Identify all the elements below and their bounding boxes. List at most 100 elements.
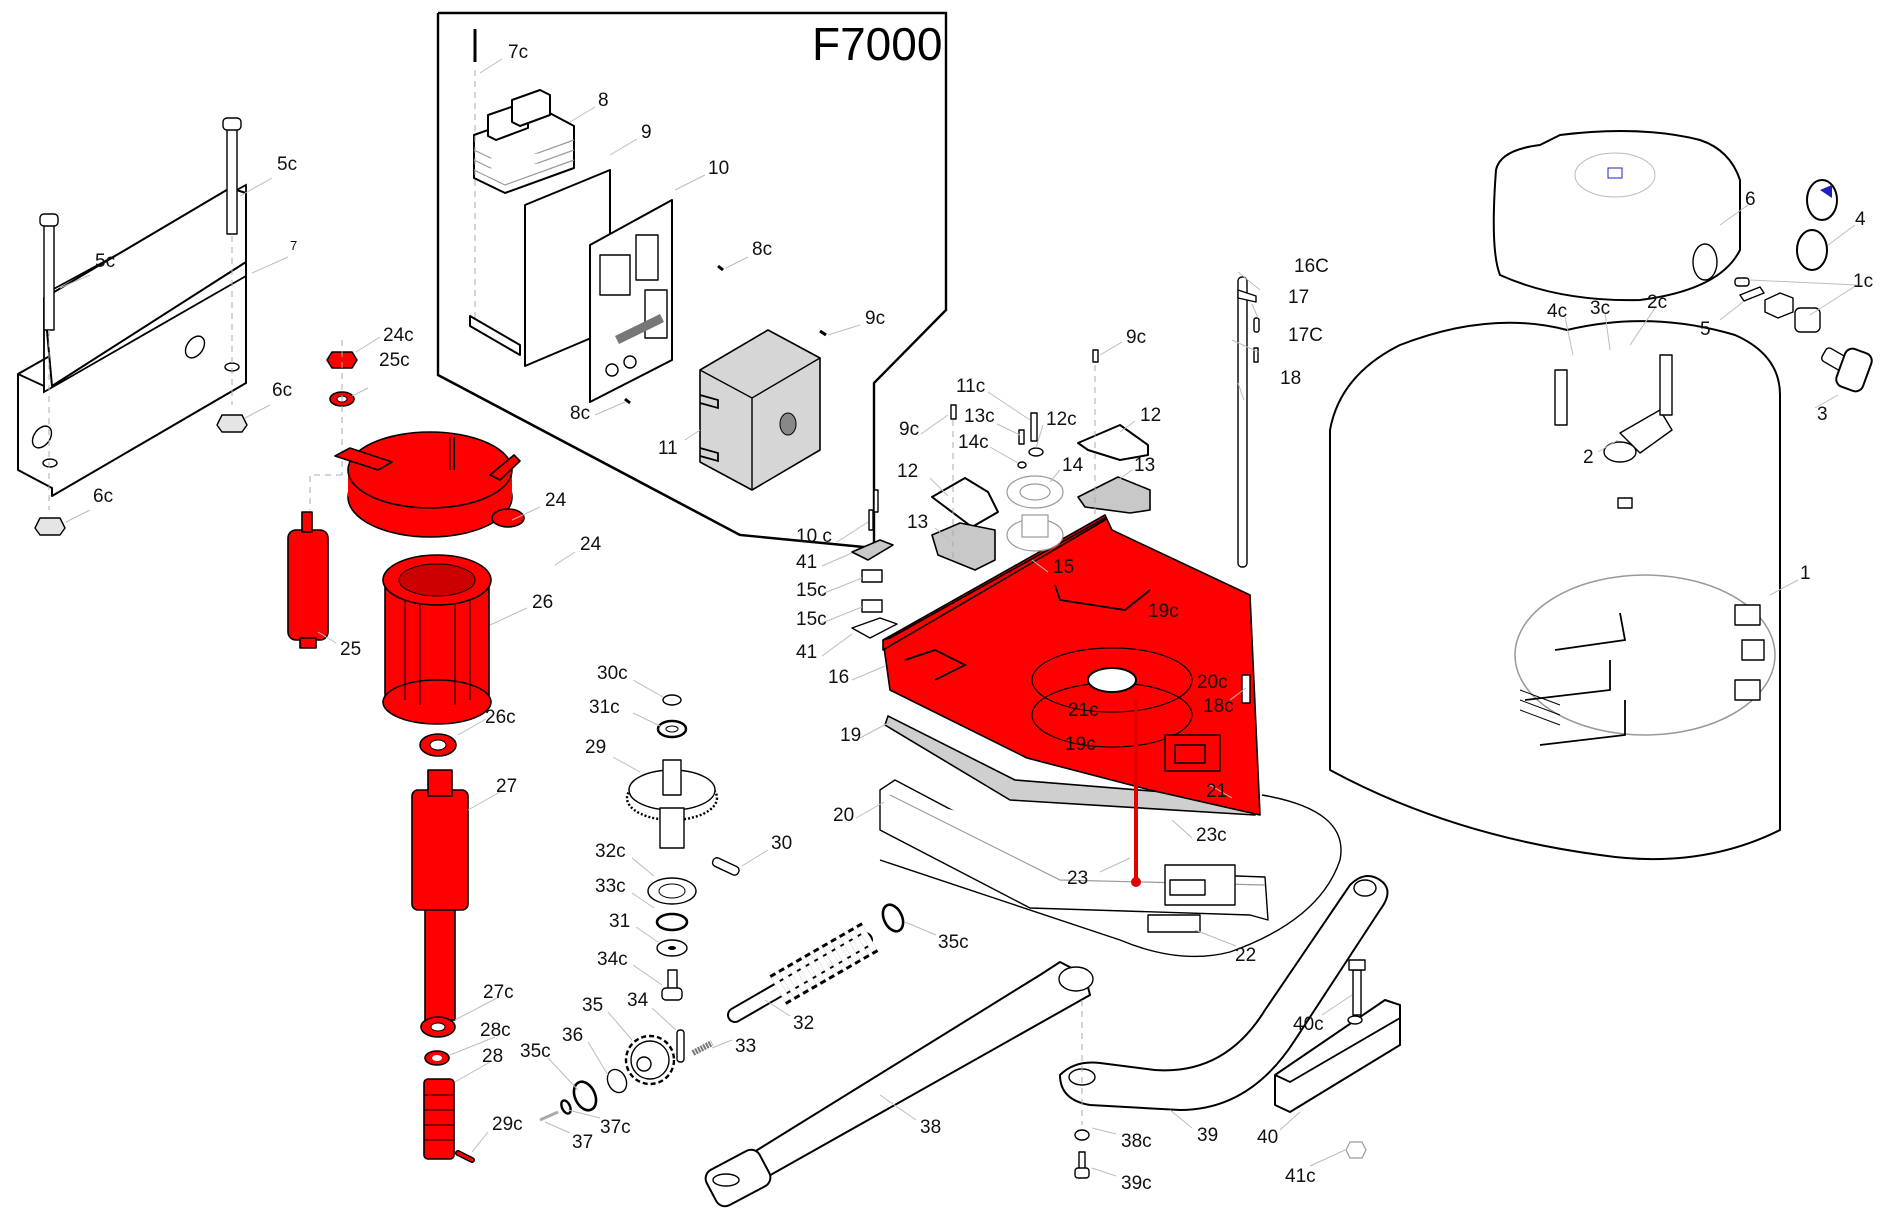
label-3: 3 (1817, 404, 1828, 425)
housing-lid-part-16 (882, 514, 1261, 816)
nut-24c (326, 351, 358, 369)
label-23c: 23c (1196, 825, 1227, 846)
part-labels: 7c 8 9 10 8c 9c 8c 11 5c 5c 7 24c 25c 6c… (93, 42, 1873, 1194)
label-41c: 41c (1285, 1166, 1316, 1187)
label-5: 5 (1700, 319, 1711, 340)
bearing-26c (419, 733, 457, 757)
label-37c: 37c (600, 1117, 631, 1138)
mounting-plate-part-9 (469, 169, 611, 367)
key-part-3 (1821, 347, 1873, 393)
label-15: 15 (1053, 557, 1074, 578)
cover-part-6 (1492, 130, 1741, 302)
bearing-27c (420, 1016, 456, 1038)
capacitor-part-25 (287, 511, 329, 649)
label-16C: 16C (1294, 256, 1329, 277)
connector-21 (1164, 864, 1236, 906)
label-2c: 2c (1647, 292, 1667, 313)
shaft-part-18 (1237, 276, 1260, 568)
label-20: 20 (833, 805, 854, 826)
label-17: 17 (1288, 287, 1309, 308)
label-28: 28 (482, 1046, 503, 1067)
label-19c: 19c (1148, 601, 1179, 622)
label-15c: 15c (796, 609, 827, 630)
label-2: 2 (1583, 447, 1594, 468)
label-21: 21 (1206, 781, 1227, 802)
label-23: 23 (1067, 868, 1088, 889)
label-9: 9 (641, 122, 652, 143)
bracket-part-40 (1274, 999, 1401, 1113)
label-35: 35 (582, 995, 603, 1016)
label-32: 32 (793, 1013, 814, 1034)
label-19: 19 (840, 725, 861, 746)
label-29: 29 (585, 737, 606, 758)
label-12: 12 (1140, 405, 1161, 426)
capacitor-box-part-11 (699, 329, 821, 491)
label-39: 39 (1197, 1125, 1218, 1146)
label-14c: 14c (958, 432, 989, 453)
label-12c: 12c (1046, 409, 1077, 430)
label-4: 4 (1855, 209, 1866, 230)
label-18c: 18c (1203, 696, 1234, 717)
leader-lines (59, 58, 1858, 1177)
gasket-12-right (1077, 424, 1149, 461)
lock-parts-1c-5 (1734, 277, 1821, 333)
oring-37c (560, 1099, 572, 1115)
screw-39c (1074, 1151, 1090, 1179)
label-33: 33 (735, 1036, 756, 1057)
label-35c: 35c (520, 1041, 551, 1062)
label-25: 25 (340, 639, 361, 660)
label-33c: 33c (595, 876, 626, 897)
worm-part-28 (423, 1078, 455, 1160)
label-30: 30 (771, 833, 792, 854)
label-38c: 38c (1121, 1131, 1152, 1152)
bolt-5c-right (48, 117, 242, 510)
label-39c: 39c (1121, 1173, 1152, 1194)
label-4c: 4c (1547, 301, 1567, 322)
label-27: 27 (496, 776, 517, 797)
label-19c: 19c (1065, 734, 1096, 755)
label-8: 8 (598, 90, 609, 111)
pin-29c (455, 1150, 475, 1163)
label-8c: 8c (752, 239, 772, 260)
label-37: 37 (572, 1132, 593, 1153)
screw-37 (539, 1110, 559, 1122)
nut-41c (1345, 1141, 1367, 1159)
circuit-board-part-10 (589, 199, 673, 403)
bearing-31c (656, 719, 688, 739)
label-3c: 3c (1590, 298, 1610, 319)
washer-34c (656, 939, 688, 957)
label-21c: 21c (1068, 700, 1099, 721)
label-5c: 5c (277, 154, 297, 175)
arm-part-38 (704, 961, 1094, 1208)
label-8c: 8c (570, 403, 590, 424)
screw-20c (1241, 674, 1251, 704)
label-40c: 40c (1293, 1014, 1324, 1035)
nut-6c-right (216, 414, 248, 433)
bearing-35c-left (572, 1080, 598, 1112)
motor-cover-part-24 (334, 431, 525, 538)
label-36: 36 (562, 1025, 583, 1046)
bushing-part-14 (1006, 475, 1064, 552)
bearing-32c-33c (647, 877, 697, 905)
label-14: 14 (1062, 455, 1084, 476)
label-26: 26 (532, 592, 553, 613)
gear-part-29 (625, 759, 719, 849)
label-13c: 13c (964, 406, 995, 427)
label-9c: 9c (865, 308, 885, 329)
connector-22 (1147, 914, 1201, 933)
rotor-part-27 (411, 769, 469, 1021)
pin-30 (711, 857, 740, 876)
label-12: 12 (897, 461, 918, 482)
lock-cover-part-4 (1796, 179, 1838, 271)
gasket-12-left (931, 477, 999, 528)
label-15c: 15c (796, 580, 827, 601)
label-13: 13 (907, 512, 928, 533)
label-31: 31 (609, 911, 630, 932)
label-9c: 9c (899, 419, 919, 440)
arm-part-39 (1059, 875, 1389, 1125)
label-27c: 27c (483, 982, 514, 1003)
label-25c: 25c (379, 350, 410, 371)
label-34c: 34c (597, 949, 628, 970)
label-40: 40 (1257, 1127, 1278, 1148)
